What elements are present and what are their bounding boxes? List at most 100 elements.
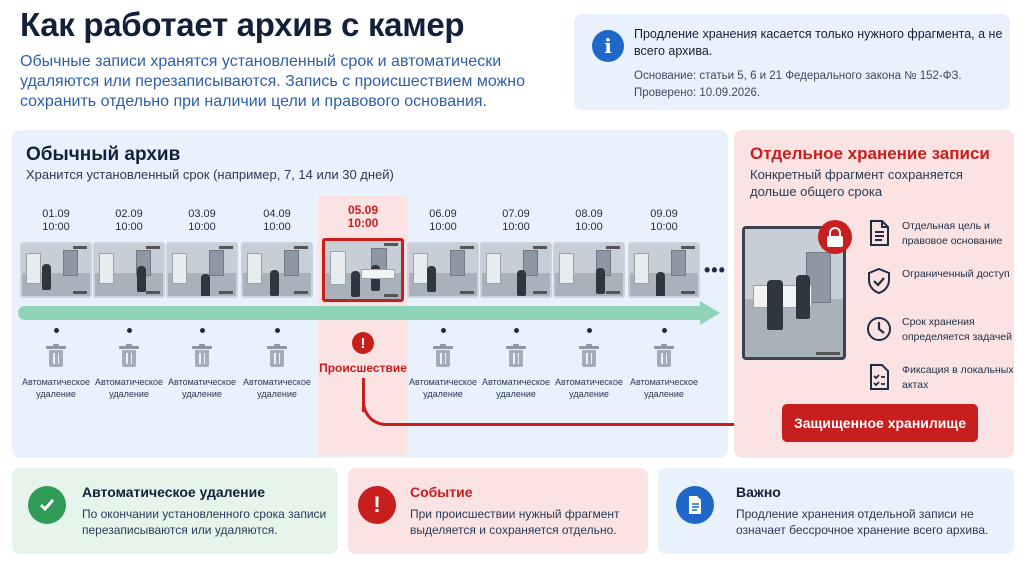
trash-icon [267, 344, 287, 368]
page-title: Как работает архив с камер [20, 6, 465, 43]
timeline-tick [586, 328, 592, 333]
storage-title: Отдельное хранение записи [750, 144, 990, 163]
day-date: 07.09 [502, 208, 530, 220]
card-auto-delete: Автоматическое удаление По окончании уст… [12, 468, 338, 554]
incident-connector-corner [362, 394, 402, 426]
feature-purpose: Отдельная цель и правовое основание [902, 220, 1003, 247]
timeline-tick [126, 328, 132, 333]
info-card: i Продление хранения касается только нуж… [574, 14, 1010, 110]
day-time: 10:00 [650, 221, 678, 233]
incident-camera-thumbnail[interactable] [322, 238, 404, 302]
card-title: Автоматическое удаление [82, 484, 266, 500]
day-date: 06.09 [429, 208, 457, 220]
card-title: Важно [736, 484, 781, 500]
deletion-label: Автоматическое удаление [408, 377, 477, 399]
checklist-icon [864, 362, 894, 392]
shield-check-icon [864, 266, 894, 296]
day-date: 05.09 [347, 203, 379, 217]
camera-thumbnail[interactable] [553, 242, 625, 298]
camera-thumbnail[interactable] [480, 242, 552, 298]
trash-icon [579, 344, 599, 368]
timeline-tick [513, 328, 519, 333]
trash-icon [654, 344, 674, 368]
day-date: 09.09 [650, 208, 678, 220]
timeline-tick [274, 328, 280, 333]
trash-icon [433, 344, 453, 368]
camera-thumbnail[interactable] [20, 242, 92, 298]
timeline-tick [661, 328, 667, 333]
day-time: 10:00 [42, 221, 70, 233]
card-text: При происшествии нужный фрагмент выделяе… [410, 507, 620, 537]
info-basis: Основание: статьи 5, 6 и 21 Федерального… [634, 68, 1004, 102]
deletion-label: Автоматическое удаление [167, 377, 236, 399]
card-title: Событие [410, 484, 473, 500]
trash-icon [46, 344, 66, 368]
day-time: 10:00 [429, 221, 457, 233]
trash-icon [119, 344, 139, 368]
info-icon: i [592, 30, 624, 62]
timeline-tick [440, 328, 446, 333]
check-icon [28, 486, 66, 524]
incident-label: Происшествие [319, 361, 407, 375]
day-date: 03.09 [188, 208, 216, 220]
secure-storage-button[interactable]: Защищенное хранилище [782, 404, 978, 442]
deletion-label: Автоматическое удаление [481, 377, 550, 399]
timeline-arrow-icon [700, 301, 720, 325]
day-date: 02.09 [115, 208, 143, 220]
trash-icon [192, 344, 212, 368]
trash-icon [506, 344, 526, 368]
incident-alert-icon: ! [352, 332, 374, 354]
deletion-label: Автоматическое удаление [94, 377, 163, 399]
info-basis-law: Основание: статьи 5, 6 и 21 Федерального… [634, 70, 962, 82]
day-time: 10:00 [263, 221, 291, 233]
document-icon [676, 486, 714, 524]
day-time: 10:00 [188, 221, 216, 233]
day-time: 10:00 [502, 221, 530, 233]
camera-thumbnail[interactable] [407, 242, 479, 298]
archive-title: Обычный архив [26, 144, 181, 165]
day-date: 04.09 [263, 208, 291, 220]
more-ellipsis: ••• [704, 260, 726, 280]
day-time: 10:00 [575, 221, 603, 233]
page-subtitle: Обычные записи хранятся установленный ср… [20, 53, 525, 110]
feature-access: Ограниченный доступ [902, 268, 1010, 280]
feature-retention: Срок хранения определяется задачей [902, 316, 1013, 343]
archive-subtitle: Хранится установленный срок (например, 7… [26, 167, 394, 182]
timeline-tick [53, 328, 59, 333]
deletion-label: Автоматическое удаление [21, 377, 90, 399]
camera-thumbnail[interactable] [241, 242, 313, 298]
info-checked-date: Проверено: 10.09.2026. [634, 87, 761, 99]
deletion-label: Автоматическое удаление [242, 377, 311, 399]
camera-thumbnail[interactable] [166, 242, 238, 298]
camera-thumbnail[interactable] [93, 242, 165, 298]
camera-thumbnail[interactable] [628, 242, 700, 298]
alert-icon: ! [358, 486, 396, 524]
incident-connector-line [400, 423, 762, 426]
storage-subtitle: Конкретный фрагмент сохраняется дольше о… [750, 167, 963, 199]
timeline-bar [18, 306, 702, 320]
card-text: По окончании установленного срока записи… [82, 507, 327, 537]
day-time: 10:00 [347, 216, 379, 230]
clock-icon [864, 314, 894, 344]
feature-local-acts: Фиксация в локальных актах [902, 364, 1014, 391]
timeline-tick [199, 328, 205, 333]
deletion-label: Автоматическое удаление [554, 377, 623, 399]
card-text: Продление хранения отдельной записи не о… [736, 507, 989, 537]
lock-icon [818, 220, 852, 254]
info-main-text: Продление хранения касается только нужно… [634, 27, 1003, 58]
document-icon [864, 218, 894, 248]
deletion-label: Автоматическое удаление [629, 377, 698, 399]
day-date: 01.09 [42, 208, 70, 220]
card-important: Важно Продление хранения отдельной запис… [658, 468, 1014, 554]
day-date: 08.09 [575, 208, 603, 220]
card-event: ! Событие При происшествии нужный фрагме… [348, 468, 648, 554]
